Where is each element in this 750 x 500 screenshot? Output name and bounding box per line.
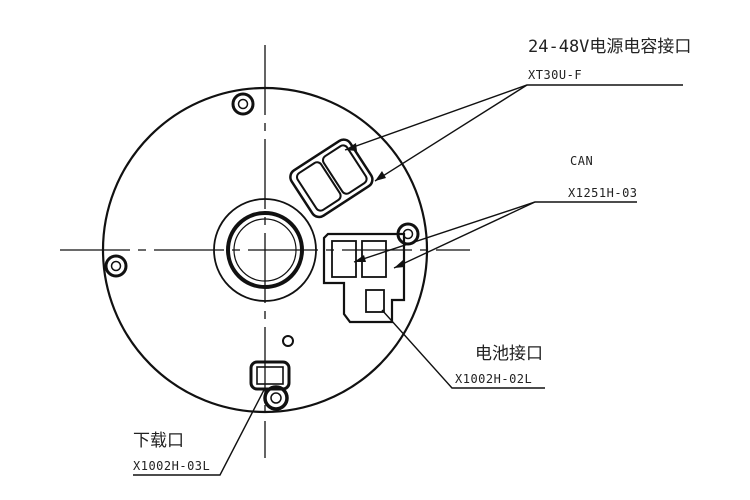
callout-can-name: CAN: [570, 154, 593, 168]
small-hole: [282, 335, 294, 347]
callout-power-name: 24-48V电源电容接口: [528, 37, 691, 57]
hub-inner: [233, 218, 297, 282]
leader-lines: [133, 84, 683, 476]
callout-battery-part: X1002H-02L: [455, 372, 532, 386]
hub-ring: [226, 211, 304, 289]
can-battery-connector: [322, 232, 406, 324]
callout-power-part: XT30U-F: [528, 68, 582, 82]
mounting-hole: [104, 254, 128, 278]
hub-outer: [213, 198, 317, 302]
housing-outline: [101, 86, 429, 414]
callout-can-part: X1251H-03: [568, 186, 638, 200]
mounting-hole: [231, 92, 255, 116]
download-port: [249, 360, 291, 391]
callout-download-name: 下载口: [133, 431, 184, 451]
callout-download-part: X1002H-03L: [133, 459, 210, 473]
mounting-hole: [263, 385, 289, 411]
callout-battery-name: 电池接口: [475, 344, 543, 364]
xt30-connector: [289, 138, 374, 219]
